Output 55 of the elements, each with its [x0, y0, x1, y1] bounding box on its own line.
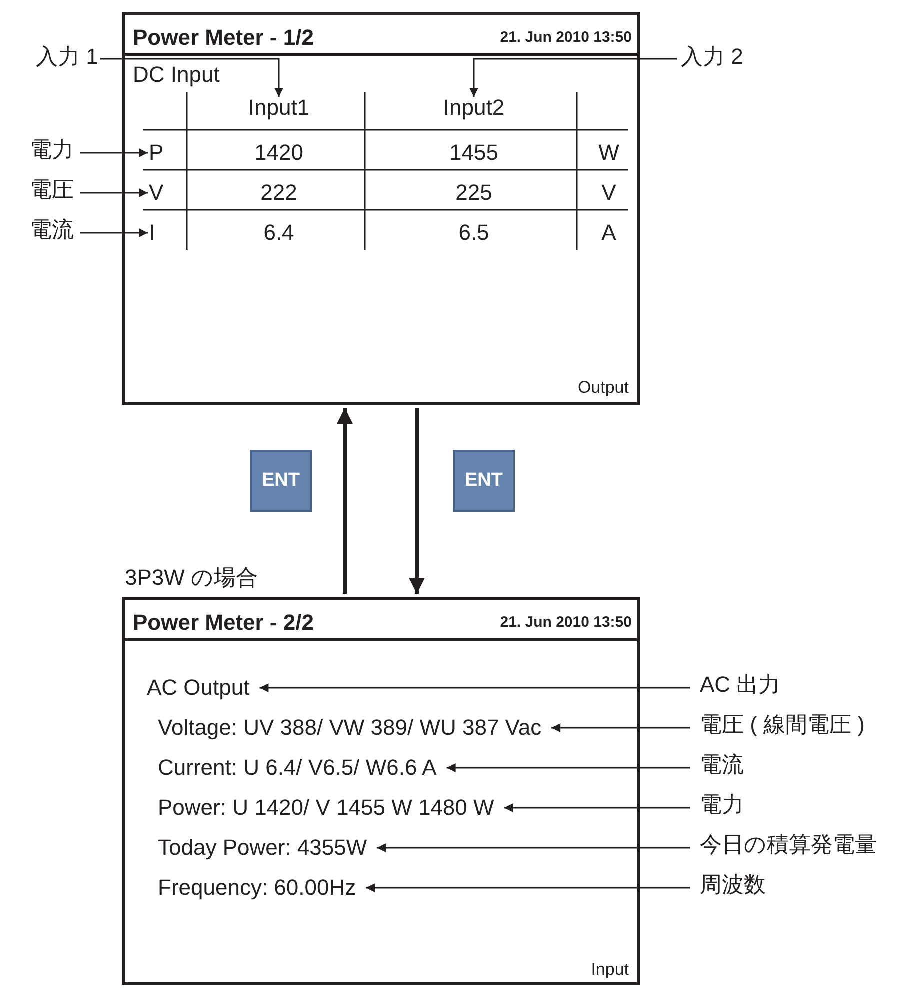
callout-label: 入力 2 — [681, 44, 744, 70]
leader-arrow — [366, 884, 690, 892]
reading-text: Voltage: UV 388/ VW 389/ WU 387 Vac — [158, 715, 542, 741]
screen-title: Power Meter - 2/2 — [133, 610, 314, 636]
leader-arrow — [260, 684, 690, 692]
table-cell: V — [602, 180, 616, 206]
callout-label: 電力 — [700, 792, 744, 818]
reading-text: Current: U 6.4/ V6.5/ W6.6 A — [158, 755, 437, 781]
screen-caption: 3P3W の場合 — [125, 565, 258, 591]
date-time: 21. Jun 2010 13:50 — [500, 29, 632, 47]
navigation-arrow — [337, 408, 353, 594]
leader-arrow — [552, 724, 690, 732]
table-cell: 6.5 — [458, 220, 490, 246]
date-time: 21. Jun 2010 13:50 — [500, 614, 632, 632]
navigation-arrow — [409, 408, 425, 594]
section-heading: DC Input — [133, 62, 220, 88]
table-cell: 1420 — [254, 140, 304, 166]
callout-label: 電力 — [30, 137, 74, 163]
table-cell: A — [602, 220, 616, 246]
callout-label: 周波数 — [700, 872, 766, 898]
leader-arrow — [377, 844, 690, 852]
leader-arrow — [446, 764, 690, 772]
table-header: I — [149, 220, 156, 246]
callout-label: AC 出力 — [700, 672, 781, 698]
table-header: Input2 — [443, 95, 505, 121]
leader-arrow — [100, 58, 284, 97]
leader-arrow — [504, 804, 690, 812]
table-cell: 1455 — [450, 140, 498, 166]
key-label: ENT — [250, 450, 312, 512]
table-header: Input1 — [248, 95, 310, 121]
leader-arrow — [80, 188, 148, 198]
callout-label: 電流 — [30, 217, 74, 243]
table-header: V — [149, 180, 164, 206]
page-link: Input — [591, 959, 629, 981]
callout-label: 今日の積算発電量 — [700, 832, 877, 858]
table-cell: 222 — [260, 180, 298, 206]
reading-text: Today Power: 4355W — [158, 835, 368, 861]
page-link: Output — [578, 377, 629, 399]
reading-text: AC Output — [147, 675, 250, 701]
callout-label: 電圧 ( 線間電圧 ) — [700, 712, 865, 738]
reading-text: Frequency: 60.00Hz — [158, 875, 356, 901]
callout-label: 入力 1 — [36, 44, 98, 70]
table-cell: W — [598, 140, 620, 166]
table-cell: 225 — [456, 180, 492, 206]
table-header: P — [149, 140, 164, 166]
key-label: ENT — [453, 450, 515, 512]
leader-arrow — [80, 148, 148, 158]
callout-label: 電圧 — [30, 177, 74, 203]
leader-arrow — [470, 58, 677, 97]
table-cell: 6.4 — [264, 220, 294, 246]
callout-label: 電流 — [700, 752, 744, 778]
display-screen — [122, 12, 640, 405]
leader-arrow — [80, 228, 148, 238]
screen-title: Power Meter - 1/2 — [133, 25, 314, 51]
reading-text: Power: U 1420/ V 1455 W 1480 W — [158, 795, 494, 821]
